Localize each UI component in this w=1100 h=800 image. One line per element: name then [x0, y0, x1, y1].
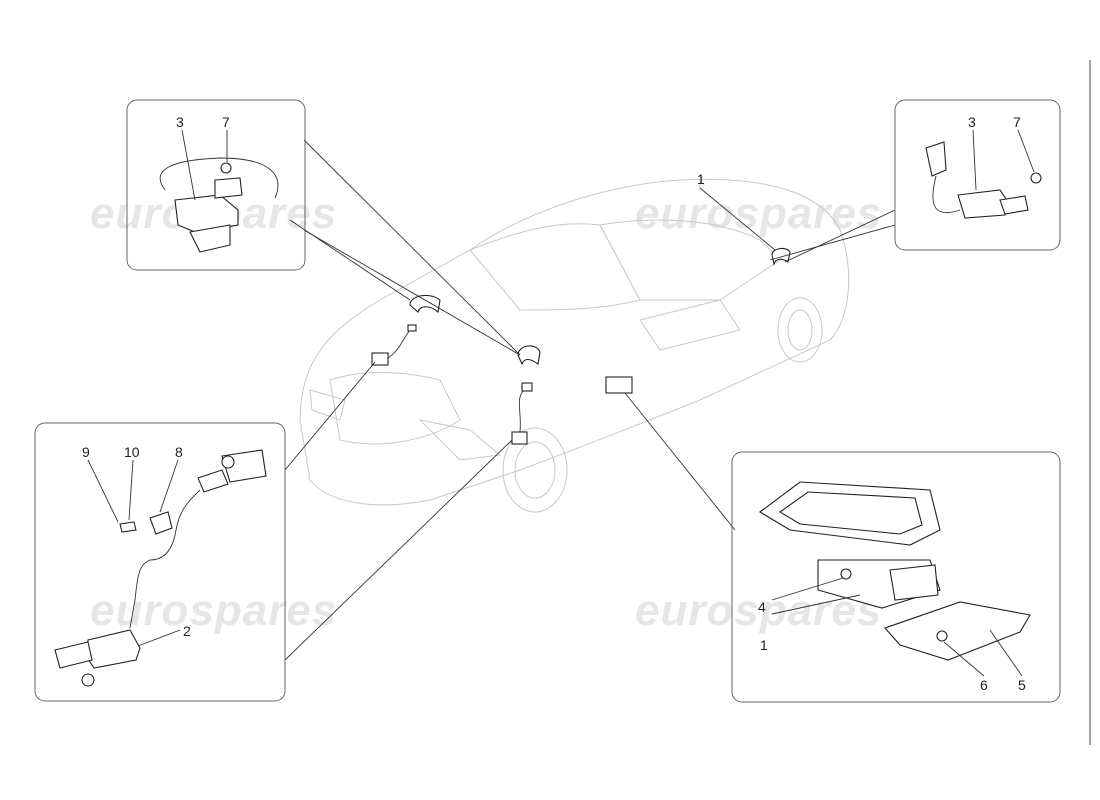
watermark-group: eurospares eurospares eurospares eurospa… — [90, 189, 882, 635]
panel-bottom-left: 9 10 8 2 — [34, 422, 286, 702]
tr-label-3: 3 — [968, 114, 976, 130]
br-label-4: 4 — [758, 599, 766, 615]
panel-top-left: 3 7 — [126, 99, 306, 271]
bl-label-2: 2 — [183, 623, 191, 639]
bl-label-9: 9 — [82, 444, 90, 460]
br-label-1: 1 — [760, 637, 768, 653]
tl-label-3: 3 — [176, 114, 184, 130]
tl-label-7: 7 — [222, 114, 230, 130]
car-parts — [371, 247, 791, 445]
bl-label-8: 8 — [175, 444, 183, 460]
watermark-2: eurospares — [635, 189, 882, 238]
car-label-1: 1 — [697, 171, 705, 187]
br-label-5: 5 — [1018, 677, 1026, 693]
watermark-3: eurospares — [90, 586, 337, 635]
leader-lines — [284, 139, 896, 661]
bl-label-10: 10 — [124, 444, 140, 460]
panel-bottom-right: 4 1 6 5 — [731, 451, 1061, 703]
br-label-6: 6 — [980, 677, 988, 693]
panel-top-right: 3 7 — [894, 99, 1061, 251]
tr-label-7: 7 — [1013, 114, 1021, 130]
